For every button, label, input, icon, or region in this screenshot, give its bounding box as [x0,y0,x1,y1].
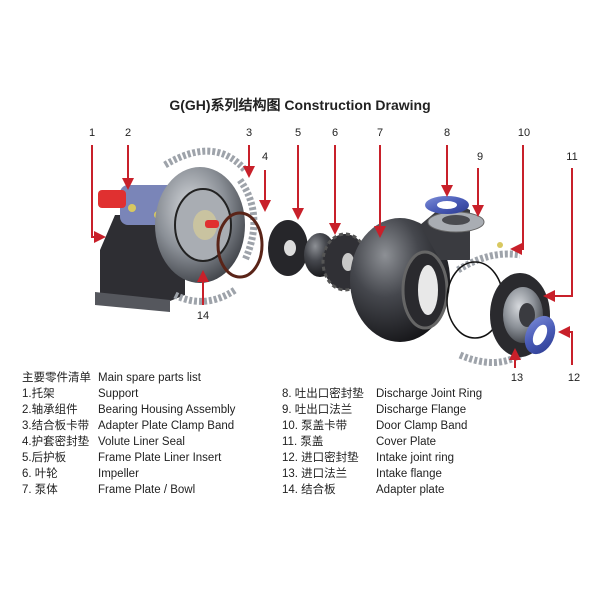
part-en: Discharge Flange [376,404,467,416]
part-entry: 6. 叶轮 Impeller [22,466,235,482]
callout-13: 13 [510,372,524,384]
part-cn: 10. 泵盖卡带 [282,420,348,432]
callout-10: 10 [517,127,531,139]
part-cn: 5.后护板 [22,452,67,464]
part-cn: 14. 结合板 [282,484,336,496]
part-en: Adapter Plate Clamp Band [98,420,235,432]
part-en: Support [98,388,139,400]
part-entry: 11. 泵盖 Cover Plate [282,434,482,450]
part-entry: 12. 进口密封垫 Intake joint ring [282,450,482,466]
part-en: Cover Plate [376,436,437,448]
part-entry: 9. 吐出口法兰 Discharge Flange [282,402,482,418]
parts-list-left: 主要零件清单 Main spare parts list 1.托架 Support… [22,370,235,498]
part-entry: 3.结合板卡带 Adapter Plate Clamp Band [22,418,235,434]
callout-12: 12 [567,372,581,384]
part-cn: 9. 吐出口法兰 [282,404,353,416]
part-cn: 6. 叶轮 [22,468,58,480]
part-discharge-joint-ring [425,196,469,214]
part-en: Intake joint ring [376,452,454,464]
part-cn: 3.结合板卡带 [22,420,90,432]
callout-8: 8 [443,127,451,139]
callout-14: 14 [196,310,210,322]
diagram-title: G(GH)系列结构图 Construction Drawing [169,97,431,113]
part-intake-joint-ring [524,315,556,355]
part-cn: 2.轴承组件 [22,404,78,416]
part-cn: 4.护套密封垫 [22,436,90,448]
parts-list-header-cn: 主要零件清单 [22,372,91,384]
part-entry: 8. 吐出口密封垫 Discharge Joint Ring [282,386,482,402]
part-cn: 13. 进口法兰 [282,468,348,480]
callout-3: 3 [245,127,253,139]
callout-11: 11 [566,151,578,163]
part-cn: 8. 吐出口密封垫 [282,388,364,400]
part-en: Intake flange [376,468,442,480]
parts-list-header-en: Main spare parts list [98,372,201,384]
part-frame-plate-liner-insert [268,220,308,276]
part-en: Frame Plate / Bowl [98,484,196,496]
parts-list-header: 主要零件清单 Main spare parts list [22,370,235,386]
callout-4: 4 [261,151,269,163]
part-entry: 4.护套密封垫 Volute Liner Seal [22,434,235,450]
part-entry: 10. 泵盖卡带 Door Clamp Band [282,418,482,434]
parts-list-right: 8. 吐出口密封垫 Discharge Joint Ring 9. 吐出口法兰 Di… [282,386,482,498]
part-cn: 1.托架 [22,388,55,400]
part-en: Impeller [98,468,139,480]
part-cn: 11. 泵盖 [282,436,324,448]
part-entry: 1.托架 Support [22,386,235,402]
part-en: Adapter plate [376,484,445,496]
part-en: Discharge Joint Ring [376,388,483,400]
part-discharge-flange [427,211,485,233]
callout-1: 1 [88,127,96,139]
part-cn: 12. 进口密封垫 [282,452,359,464]
part-en: Volute Liner Seal [98,436,185,448]
part-adapter-clamp-band [163,147,258,305]
part-entry: 2.轴承组件 Bearing Housing Assembly [22,402,235,418]
part-entry: 5.后护板 Frame Plate Liner Insert [22,450,235,466]
callout-2: 2 [124,127,132,139]
part-entry: 14. 结合板 Adapter plate [282,482,482,498]
part-entry: 7. 泵体 Frame Plate / Bowl [22,482,235,498]
part-entry: 13. 进口法兰 Intake flange [282,466,482,482]
part-adapter-plate [155,167,245,283]
callout-lines [91,145,573,368]
callout-7: 7 [376,127,384,139]
callout-9: 9 [476,151,484,163]
part-en: Bearing Housing Assembly [98,404,236,416]
callout-5: 5 [294,127,302,139]
part-cn: 7. 泵体 [22,484,58,496]
part-en: Frame Plate Liner Insert [98,452,222,464]
part-en: Door Clamp Band [376,420,468,432]
part-volute-liner-seal [216,211,264,279]
callout-6: 6 [331,127,339,139]
